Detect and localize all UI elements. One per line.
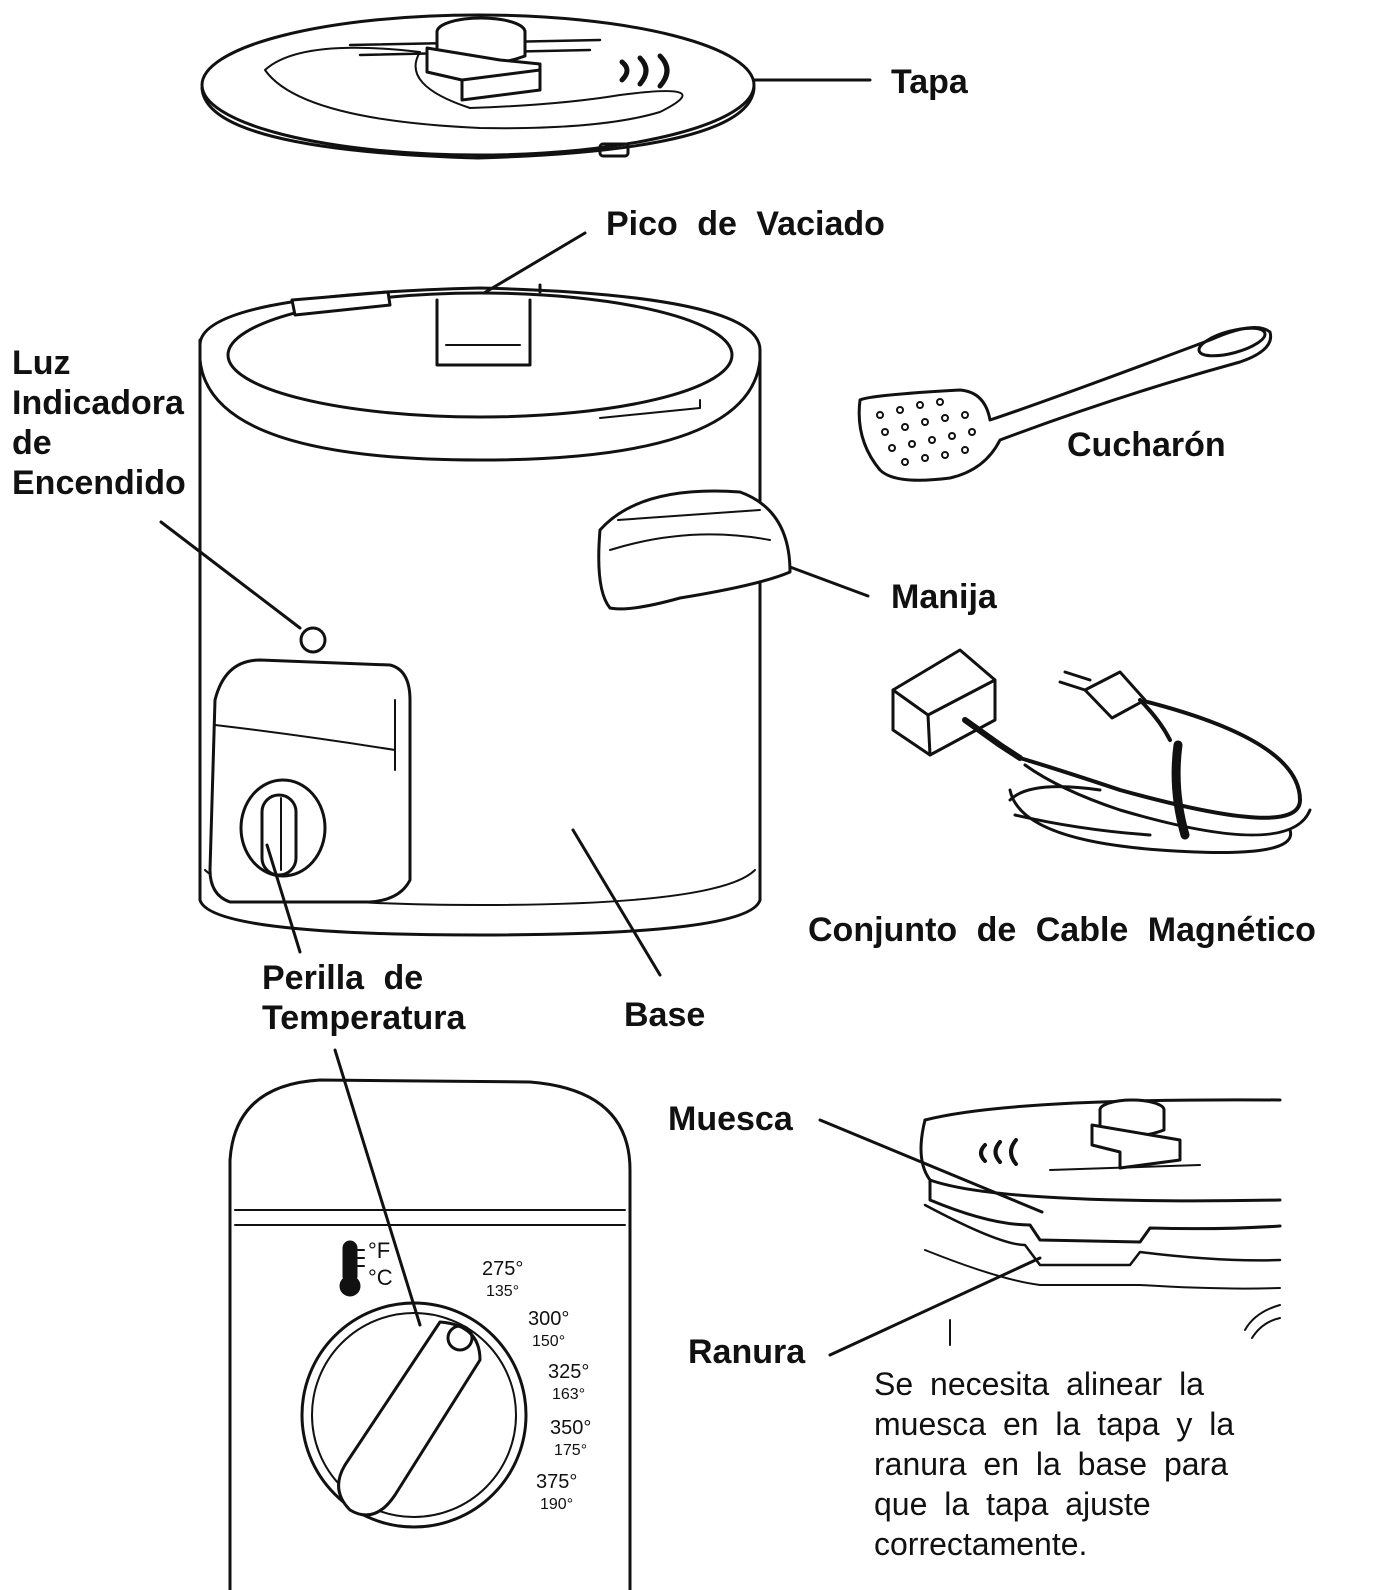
scoop-drawing [857, 326, 1273, 482]
dial-setting-c-3: 163° [552, 1386, 585, 1403]
scoop-label: Cucharón [1067, 426, 1226, 464]
cord-label: Conjunto de Cable Magnético [808, 911, 1316, 949]
dial-setting-f-5: 375° [536, 1471, 577, 1493]
dial-setting-f-3: 325° [548, 1361, 589, 1383]
dial-unit-f: °F [368, 1238, 390, 1263]
base-drawing [198, 283, 792, 937]
temperature-knob-label-line-2: Temperatura [262, 999, 466, 1037]
alignment-note-line-3: ranura en la base para [874, 1446, 1228, 1482]
dial-setting-c-2: 150° [532, 1333, 565, 1350]
cord-drawing [891, 648, 1312, 854]
temperature-panel-drawing: °F °C 275° 135° 300° 150° 325° 163° 350°… [228, 1078, 632, 1590]
dial-unit-c: °C [368, 1265, 393, 1290]
alignment-note-line-1: Se necesita alinear la [874, 1366, 1204, 1402]
dial-setting-f-2: 300° [528, 1308, 569, 1330]
power-light-label-line-2: Indicadora [12, 384, 184, 422]
alignment-detail-drawing [919, 1098, 1282, 1346]
power-light-label-line-4: Encendido [12, 464, 186, 502]
lid-drawing [200, 13, 872, 160]
alignment-note-line-2: muesca en la tapa y la [874, 1406, 1235, 1442]
notch-label: Muesca [668, 1100, 793, 1138]
dial-setting-f-4: 350° [550, 1417, 591, 1439]
power-light-label: Luz Indicadora de Encendido [12, 343, 186, 503]
dial-setting-f-1: 275° [482, 1258, 523, 1280]
temperature-knob-label-line-1: Perilla de [262, 959, 424, 997]
alignment-note: Se necesita alinear la muesca en la tapa… [874, 1364, 1344, 1564]
dial-setting-c-1: 135° [486, 1283, 519, 1300]
alignment-note-line-4: que la tapa ajuste [874, 1486, 1151, 1522]
slot-label: Ranura [688, 1333, 806, 1371]
alignment-note-line-5: correctamente. [874, 1526, 1088, 1562]
handle-label: Manija [891, 578, 997, 616]
lid-label: Tapa [891, 63, 968, 101]
power-light-label-line-1: Luz [12, 344, 71, 382]
dial-setting-c-5: 190° [540, 1496, 573, 1513]
base-label: Base [624, 996, 706, 1034]
pour-spout-label: Pico de Vaciado [606, 205, 885, 243]
temperature-knob-label: Perilla de Temperatura [262, 958, 465, 1038]
dial-setting-c-4: 175° [554, 1442, 587, 1459]
power-light-label-line-3: de [12, 424, 52, 462]
leader-lines [159, 231, 1044, 1357]
